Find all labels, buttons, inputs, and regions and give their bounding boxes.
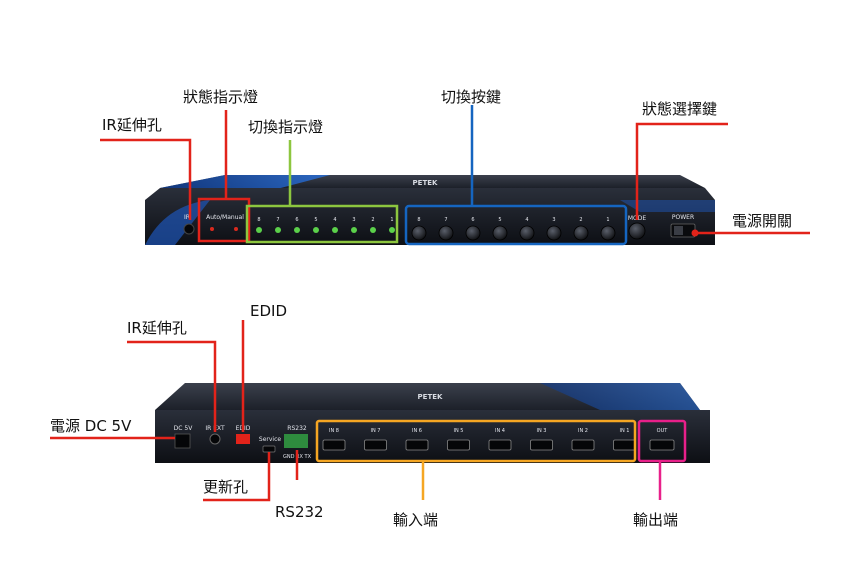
hdmi-input-port — [364, 439, 387, 451]
switch-led — [256, 227, 262, 233]
switch-button[interactable] — [600, 225, 616, 241]
hdmi-input-label: IN 5 — [454, 428, 464, 434]
callout-switch-led: 切換指示燈 — [248, 118, 324, 136]
status-led-manual — [234, 227, 238, 231]
status-led-highlight — [197, 197, 251, 243]
switch-button[interactable] — [519, 225, 535, 241]
switch-led — [370, 227, 376, 233]
hdmi-input-row: IN 8 IN 7 IN 6 IN 5 IN 4 IN 3 IN 2 IN 1 — [322, 428, 636, 451]
switch-button-row: 8 7 6 5 4 3 2 1 — [411, 217, 616, 241]
dc-label: DC 5V — [174, 425, 194, 432]
switch-button[interactable] — [546, 225, 562, 241]
power-label: POWER — [672, 214, 694, 221]
led-number-label: 5 — [314, 217, 317, 223]
button-number-label: 4 — [525, 217, 528, 223]
led-number-label: 6 — [295, 217, 298, 223]
switch-led — [351, 227, 357, 233]
button-number-label: 1 — [606, 217, 609, 223]
rs232-label: RS232 — [287, 425, 307, 432]
edid-dip-switch[interactable] — [236, 434, 250, 444]
button-number-label: 7 — [444, 217, 447, 223]
front-ir-label: IR — [184, 214, 190, 221]
button-number-label: 6 — [471, 217, 474, 223]
back-ir-port — [209, 433, 221, 445]
back-brand-text: PETEK — [418, 393, 443, 401]
switch-led — [332, 227, 338, 233]
front-callouts — [100, 105, 810, 246]
status-led-auto — [210, 227, 214, 231]
callout-mode-button: 狀態選擇鍵 — [642, 100, 718, 118]
button-number-label: 5 — [498, 217, 501, 223]
hdmi-input-port — [447, 439, 470, 451]
led-number-label: 4 — [333, 217, 336, 223]
switch-button[interactable] — [492, 225, 508, 241]
front-ir-port — [183, 223, 195, 235]
callout-output-port: 輸出端 — [633, 511, 679, 529]
callout-rs232: RS232 — [275, 503, 324, 521]
output-label: OUT — [657, 428, 669, 434]
switch-button[interactable] — [573, 225, 589, 241]
button-number-label: 3 — [552, 217, 555, 223]
switch-button[interactable] — [438, 225, 454, 241]
switch-button-highlight — [404, 204, 628, 246]
hdmi-input-label: IN 1 — [620, 428, 630, 434]
led-number-label: 7 — [276, 217, 279, 223]
hdmi-input-port — [488, 439, 512, 451]
led-number-label: 1 — [390, 217, 393, 223]
output-port-highlight — [637, 419, 687, 463]
switch-led — [389, 227, 395, 233]
led-number-label: 8 — [257, 217, 260, 223]
switch-led — [313, 227, 319, 233]
button-number-label: 8 — [417, 217, 420, 223]
hdmi-input-port — [571, 439, 595, 451]
hdmi-input-port — [322, 439, 346, 451]
callout-switch-buttons: 切換按鍵 — [441, 88, 502, 106]
callout-input-ports: 輸入端 — [393, 511, 439, 529]
callout-update-port: 更新孔 — [203, 478, 249, 496]
switch-led — [294, 227, 300, 233]
callout-power-switch: 電源開關 — [732, 212, 793, 230]
input-ports-highlight — [315, 419, 637, 463]
callout-status-led: 狀態指示燈 — [183, 88, 259, 106]
hdmi-input-label: IN 4 — [495, 428, 505, 434]
callout-edid: EDID — [250, 302, 288, 320]
hdmi-output-port — [649, 439, 675, 451]
led-number-label: 3 — [352, 217, 355, 223]
service-label: Service — [259, 436, 281, 443]
service-usb-port — [262, 445, 276, 453]
power-switch-rocker — [674, 226, 683, 235]
switch-led-highlight — [245, 204, 399, 244]
hdmi-input-port — [613, 439, 636, 451]
callout-ir-back: IR延伸孔 — [127, 319, 187, 337]
hdmi-input-label: IN 8 — [329, 428, 339, 434]
button-number-label: 2 — [579, 217, 582, 223]
switch-button[interactable] — [411, 225, 427, 241]
switch-led-row: 8 7 6 5 4 3 2 1 — [256, 217, 395, 233]
hdmi-input-port — [530, 439, 553, 451]
front-brand-text: PETEK — [413, 179, 438, 187]
auto-manual-label: Auto/Manual — [206, 214, 244, 221]
back-callouts — [50, 320, 687, 502]
back-panel: PETEK DC 5V IR EXT EDID Service RS232 GN… — [155, 383, 710, 463]
dc-power-jack — [174, 433, 191, 449]
callout-power-dc: 電源 DC 5V — [50, 417, 132, 435]
switch-led — [275, 227, 281, 233]
mode-button[interactable] — [628, 222, 646, 240]
switch-button[interactable] — [465, 225, 481, 241]
led-number-label: 2 — [371, 217, 374, 223]
hdmi-input-label: IN 7 — [371, 428, 381, 434]
callout-ir-front: IR延伸孔 — [102, 116, 162, 134]
hdmi-input-label: IN 2 — [578, 428, 588, 434]
hdmi-input-port — [405, 439, 429, 451]
hdmi-input-label: IN 3 — [537, 428, 547, 434]
hdmi-input-label: IN 6 — [412, 428, 422, 434]
rs232-terminal — [284, 434, 308, 448]
